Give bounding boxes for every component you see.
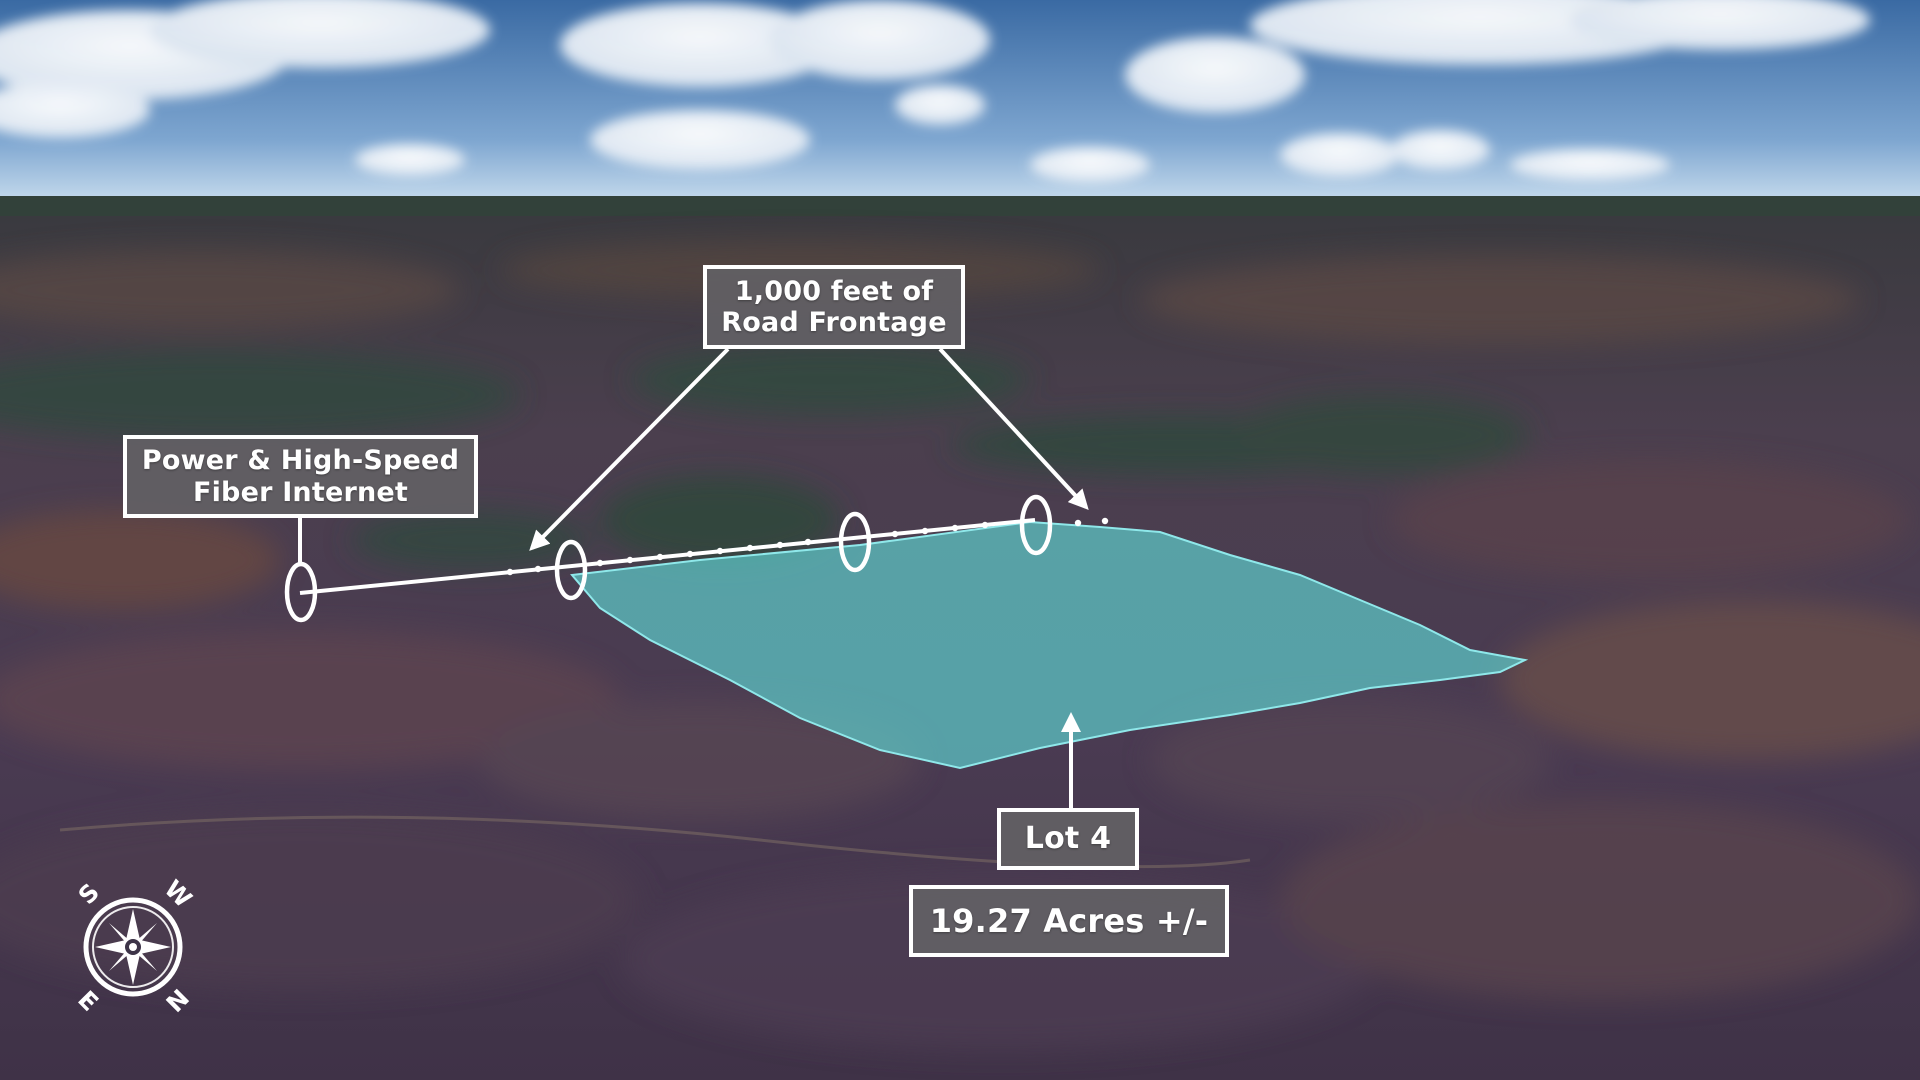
lot-area-text: 19.27 Acres +/- <box>929 901 1209 940</box>
utilities-line2: Fiber Internet <box>192 476 409 508</box>
terrain-texture <box>0 240 1920 1050</box>
lot-name-label: Lot 4 <box>997 808 1139 870</box>
road-frontage-label: 1,000 feet of Road Frontage <box>703 265 965 349</box>
clouds <box>0 0 1870 183</box>
utilities-label: Power & High-Speed Fiber Internet <box>123 435 478 518</box>
road-frontage-line1: 1,000 feet of <box>734 275 934 307</box>
callout-pointers <box>298 347 1089 808</box>
road-frontage-line2: Road Frontage <box>721 307 947 338</box>
utilities-line1: Power & High-Speed <box>141 445 460 477</box>
lot-name-text: Lot 4 <box>1024 820 1112 856</box>
lot-area-label: 19.27 Acres +/- <box>909 885 1229 957</box>
road-frontage-dots <box>506 517 1109 576</box>
road-frontage-line <box>299 518 1036 595</box>
lot-4-parcel[interactable] <box>570 520 1529 770</box>
